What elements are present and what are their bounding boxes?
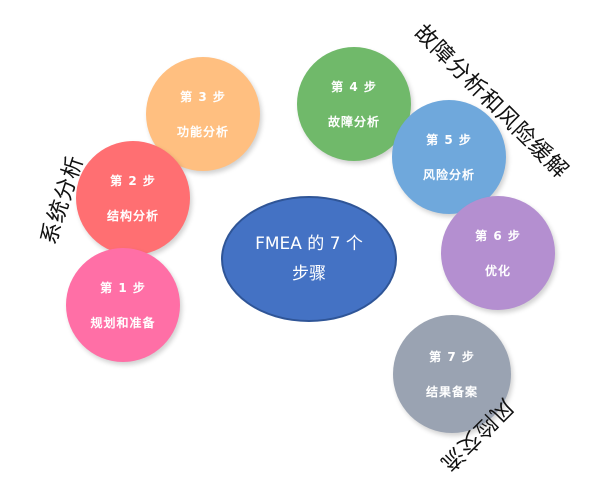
step-6-circle: 第 6 步 优化 — [441, 196, 555, 310]
center-title-line-2: 步骤 — [292, 264, 326, 284]
step-4-circle: 第 4 步 故障分析 — [297, 47, 411, 161]
step-4-number: 第 4 步 — [331, 80, 377, 94]
center-ellipse: FMEA 的 7 个 步骤 — [221, 196, 397, 322]
step-2-label: 结构分析 — [106, 209, 159, 223]
step-2-circle: 第 2 步 结构分析 — [76, 141, 190, 255]
step-6-number: 第 6 步 — [475, 229, 521, 243]
step-3-label: 功能分析 — [176, 125, 229, 139]
step-1-circle: 第 1 步 规划和准备 — [66, 248, 180, 362]
step-3-number: 第 3 步 — [180, 90, 226, 104]
step-7-circle: 第 7 步 结果备案 — [393, 315, 511, 433]
step-7-number: 第 7 步 — [429, 350, 475, 364]
step-1-label: 规划和准备 — [90, 316, 156, 330]
center-title-line-1: FMEA 的 7 个 — [255, 234, 363, 254]
step-4-label: 故障分析 — [327, 115, 380, 129]
step-6-label: 优化 — [484, 264, 511, 278]
step-1-number: 第 1 步 — [100, 281, 146, 295]
step-2-number: 第 2 步 — [110, 174, 156, 188]
step-5-number: 第 5 步 — [426, 133, 472, 147]
step-7-label: 结果备案 — [425, 385, 478, 399]
step-5-circle: 第 5 步 风险分析 — [392, 100, 506, 214]
step-5-label: 风险分析 — [422, 168, 475, 182]
